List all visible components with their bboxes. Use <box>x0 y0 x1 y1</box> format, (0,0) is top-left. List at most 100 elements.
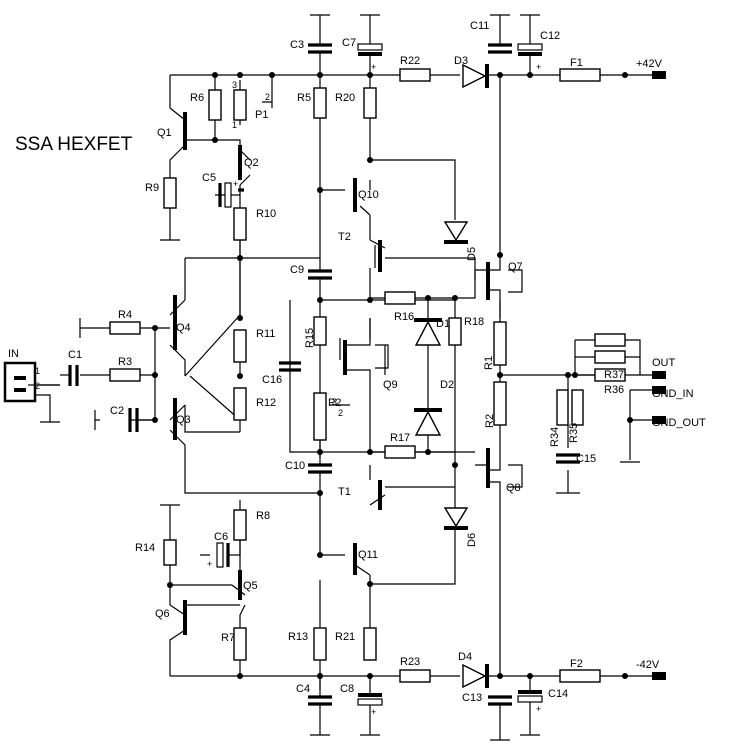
label-r7: R7 <box>221 632 235 644</box>
label-r20: R20 <box>335 92 355 104</box>
label-r8: R8 <box>256 510 270 522</box>
label-q3: Q3 <box>176 414 191 426</box>
resistor-r23 <box>399 669 431 683</box>
resistor-r4 <box>109 321 141 335</box>
label-p2-pin2: 2 <box>338 408 343 418</box>
label-p2-pin3: 3 <box>332 397 337 407</box>
label-out: OUT <box>652 357 676 369</box>
label-r23: R23 <box>400 656 420 668</box>
diodes <box>414 63 489 689</box>
label-q1: Q1 <box>157 127 172 139</box>
resistor-r9 <box>163 177 177 209</box>
resistor-p1-body <box>233 89 247 121</box>
label-c5: C5 <box>202 172 216 184</box>
label-r10: R10 <box>256 208 276 220</box>
label-r9: R9 <box>145 182 159 194</box>
resistor-bodies <box>109 68 626 683</box>
label-q11: Q11 <box>358 549 378 561</box>
label-t1: T1 <box>338 486 351 498</box>
label-c9: C9 <box>290 264 304 276</box>
wires <box>40 15 660 740</box>
label-r12: R12 <box>256 397 276 409</box>
resistor-r14 <box>163 539 177 566</box>
label-d3: D3 <box>454 55 468 67</box>
label-c16: C16 <box>262 374 282 386</box>
resistor-r34 <box>556 389 569 426</box>
label-p1: P1 <box>255 109 268 121</box>
label-in: IN <box>8 348 19 360</box>
label-d6: D6 <box>466 533 478 547</box>
label-p1-pin3: 3 <box>232 80 237 90</box>
junction-dots <box>152 72 633 679</box>
resistor-r3 <box>109 368 141 382</box>
label-c1: C1 <box>68 349 82 361</box>
resistor-r6 <box>208 89 222 121</box>
label-c8: C8 <box>340 683 354 695</box>
label-c14-plus: + <box>536 704 541 714</box>
label-f2: F2 <box>570 658 583 670</box>
label-r22: R22 <box>400 55 420 67</box>
resistor-r16 <box>384 291 416 305</box>
resistor-r8 <box>233 509 247 541</box>
label-p2: P2 <box>328 397 341 409</box>
label-c3: C3 <box>290 39 304 51</box>
label-q7: Q7 <box>508 261 523 273</box>
label-c8-plus: + <box>371 707 376 717</box>
label-c7-plus: + <box>371 62 376 72</box>
resistor-r1 <box>493 321 507 366</box>
label-q8: Q8 <box>506 482 521 494</box>
resistor-r5 <box>313 87 327 119</box>
label-q10: Q10 <box>358 189 379 201</box>
label-q2: Q2 <box>244 157 259 169</box>
label-d4: D4 <box>458 651 472 663</box>
label-q4: Q4 <box>176 322 191 334</box>
label-c2: C2 <box>110 405 124 417</box>
label-q9: Q9 <box>383 379 398 391</box>
resistor-r17 <box>384 445 416 459</box>
label-r5: R5 <box>297 92 311 104</box>
label-r11: R11 <box>256 328 275 340</box>
resistor-r7 <box>233 627 247 661</box>
terminals <box>40 14 666 741</box>
label-r14: R14 <box>135 542 155 554</box>
title-label: SSA HEXFET <box>15 134 133 155</box>
label-c6: C6 <box>214 531 228 543</box>
label-d2: D2 <box>440 379 454 391</box>
label-c12-plus: + <box>536 62 541 72</box>
label-r17: R17 <box>390 432 410 444</box>
label-d1: D1 <box>436 318 450 330</box>
resistor-r15 <box>313 316 327 346</box>
label-r3: R3 <box>118 356 132 368</box>
label-p1-pin2: 2 <box>265 92 270 102</box>
label-c5-plus: + <box>233 179 238 189</box>
label-q6: Q6 <box>155 608 170 620</box>
resistor-r11 <box>233 329 247 363</box>
transistor-bars <box>173 112 523 635</box>
label-r16: R16 <box>394 311 414 323</box>
resistor-r18 <box>448 317 462 346</box>
label-q5: Q5 <box>243 580 258 592</box>
label-c4: C4 <box>296 683 310 695</box>
resistor-r2 <box>493 381 507 426</box>
resistor-r22 <box>399 68 431 82</box>
label-gnd-out: GND_OUT <box>652 417 706 429</box>
fuse-f1 <box>559 68 601 82</box>
label-p1-pin1: 1 <box>232 120 237 130</box>
label-c13: C13 <box>462 692 482 704</box>
label-r18: R18 <box>464 316 484 328</box>
resistor-r12 <box>233 387 247 421</box>
label-r35: R35 <box>568 423 580 443</box>
label-r2: R2 <box>484 414 496 428</box>
label-gnd-in: GND_IN <box>652 388 694 400</box>
label-r4: R4 <box>118 309 132 321</box>
label-t2: T2 <box>338 231 351 243</box>
label-r1: R1 <box>483 356 495 370</box>
label-supply-neg: -42V <box>636 659 660 671</box>
label-r36: R36 <box>604 384 624 396</box>
label-c11: C11 <box>470 20 489 32</box>
label-c12: C12 <box>540 30 560 42</box>
capacitor-plates <box>60 43 580 706</box>
resistor-r20 <box>363 87 377 119</box>
